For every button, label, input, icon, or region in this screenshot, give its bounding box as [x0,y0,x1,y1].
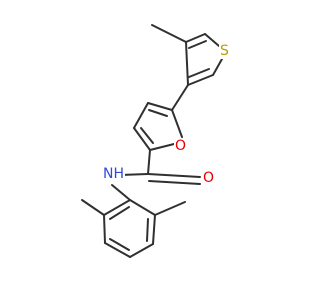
hydrogen-symbol: H [113,166,125,182]
benzene-bond [129,199,156,216]
furan-double-bond [140,127,154,144]
carbonyl-double-bond [147,173,201,178]
n-aryl-bond [111,184,131,201]
nitrogen-symbol: N [103,166,114,182]
carbonyl-oxygen-label: O [202,170,216,186]
aryl-methyl-bond [154,201,186,216]
amide-nitrogen-label: NH [102,166,126,182]
biaryl-bond [171,84,189,111]
bond-layer [81,24,223,258]
thiophene-bond [187,74,214,86]
thiophene-bond [185,41,189,86]
benzene-double-bond [146,218,149,242]
benzene-bond [104,242,131,258]
thiophene-bond [212,58,223,76]
benzene-bond [103,199,131,216]
thiophene-double-bond [188,68,210,78]
carbonyl-carbon-bond [147,149,151,175]
benzene-double-bond [109,238,130,251]
sulfur-atom-label: S [219,43,230,59]
thiophene-double-bond [188,40,207,49]
furan-double-bond [148,109,168,117]
furan-bond [171,109,183,138]
thiophene-bond [185,33,206,43]
furan-bond [133,102,149,129]
thiophene-methyl-bond [151,24,187,43]
furan-oxygen-label: O [174,138,188,154]
benzene-double-bond [109,206,130,220]
carbonyl-double-bond [148,180,201,185]
thiophene-bond [204,33,220,47]
benzene-bond [129,243,154,258]
aryl-methyl-bond [81,199,105,216]
furan-bond [133,127,151,151]
benzene-bond [152,214,156,245]
benzene-bond [103,214,106,244]
structure-diagram: S O O NH [81,24,230,258]
furan-bond [147,102,173,111]
furan-bond [149,143,175,151]
